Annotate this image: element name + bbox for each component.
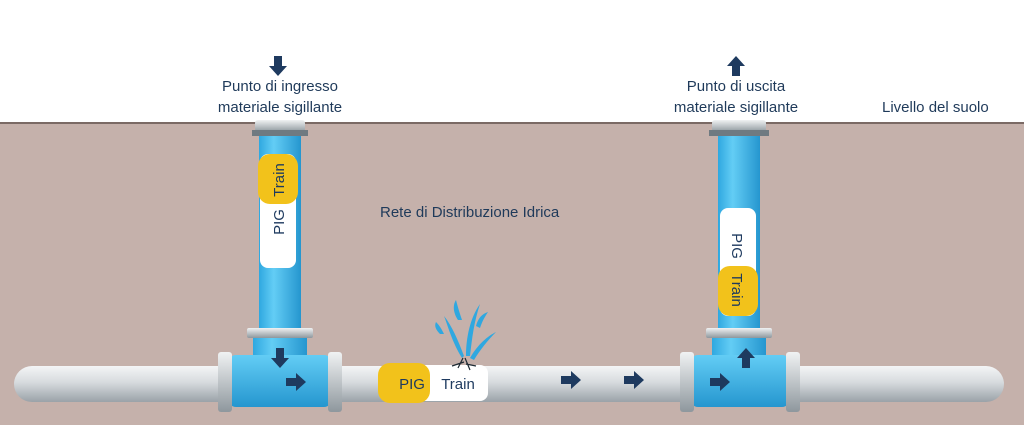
down-arrow-icon: [269, 56, 287, 76]
pig-train-entry: Train PIG: [258, 154, 298, 268]
up-arrow-icon: [727, 56, 745, 76]
pig-exit-label-train: Train: [728, 273, 745, 307]
exit-label-line2: materiale sigillante: [673, 99, 799, 116]
above-ground-area: [0, 0, 1024, 123]
pig-train-main: PIG Train: [378, 363, 488, 403]
entry-label-line2: materiale sigillante: [217, 99, 343, 116]
pig-main-label-pig: PIG: [399, 376, 425, 393]
down-arrow-icon: [271, 348, 289, 368]
entry-point-label: Punto di ingresso materiale sigillante: [198, 76, 362, 118]
pig-entry-label-train: Train: [271, 163, 288, 197]
ground-level-label: Livello del suolo: [882, 99, 989, 116]
pig-train-exit: PIG Train: [718, 208, 758, 316]
right-arrow-icon: [710, 373, 730, 391]
pig-exit-label-pig: PIG: [728, 233, 745, 259]
network-label: Rete di Distribuzione Idrica: [380, 204, 560, 221]
pig-main-label-train: Train: [441, 376, 475, 393]
pig-entry-label-pig: PIG: [271, 209, 288, 235]
up-arrow-icon: [737, 348, 755, 368]
right-arrow-icon: [624, 371, 644, 389]
main-pipe: [14, 366, 1004, 402]
ground-level-line: [0, 122, 1024, 124]
exit-point-label: Punto di uscita materiale sigillante: [654, 76, 818, 118]
entry-tee: [218, 352, 342, 412]
exit-tee: [680, 352, 800, 412]
water-leak-icon: [435, 300, 496, 371]
exit-label-line1: Punto di uscita: [686, 78, 786, 95]
entry-label-line1: Punto di ingresso: [222, 78, 338, 95]
flow-arrows: [269, 56, 755, 391]
right-arrow-icon: [286, 373, 306, 391]
right-arrow-icon: [561, 371, 581, 389]
